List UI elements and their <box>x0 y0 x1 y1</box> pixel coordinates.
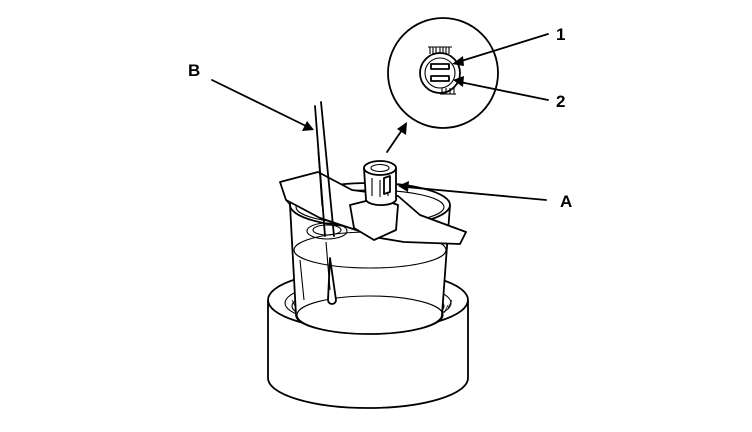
arrowhead-1-icon <box>452 56 464 66</box>
arrowhead-b-icon <box>302 121 314 131</box>
leader-lines <box>211 33 549 201</box>
detail-arrow-icon <box>397 122 407 135</box>
callout-label-1: 1 <box>556 25 565 44</box>
callout-label-2: 2 <box>556 92 565 111</box>
thermometer <box>306 101 348 305</box>
connector-detail-view <box>387 17 499 129</box>
temperature-sensor <box>349 160 399 241</box>
arrowhead-a-icon <box>398 181 409 192</box>
callout-label-a: A <box>560 192 572 211</box>
callout-label-b: B <box>188 61 200 80</box>
arrowhead-2-icon <box>453 76 464 87</box>
